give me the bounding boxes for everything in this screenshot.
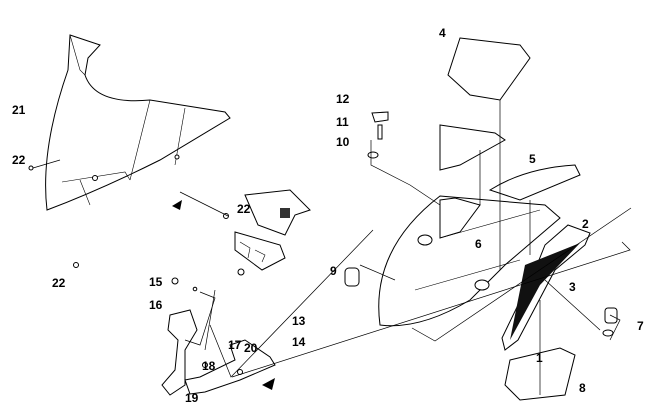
cover-part bbox=[447, 37, 531, 101]
callout-3: 3 bbox=[569, 280, 576, 294]
callout-22: 22 bbox=[12, 153, 26, 167]
callout-20: 20 bbox=[244, 341, 258, 355]
callout-6: 6 bbox=[475, 237, 482, 251]
bolt-17 bbox=[237, 268, 245, 276]
bracket-part bbox=[161, 289, 276, 396]
callout-11: 11 bbox=[336, 115, 349, 129]
washer-16 bbox=[192, 286, 198, 292]
screw-11 bbox=[377, 124, 383, 140]
gauge-part bbox=[234, 189, 311, 271]
callout-13: 13 bbox=[292, 314, 306, 328]
callout-19: 19 bbox=[185, 391, 199, 405]
callout-16: 16 bbox=[149, 298, 163, 312]
callout-1: 1 bbox=[536, 351, 543, 365]
window-part-b bbox=[488, 164, 581, 201]
callout-7: 7 bbox=[637, 319, 644, 333]
cap-12 bbox=[371, 111, 389, 123]
switch-9 bbox=[344, 267, 360, 287]
callout-2: 2 bbox=[582, 217, 589, 231]
nut-15 bbox=[171, 277, 179, 285]
callout-labels: 21 22 22 22 4 12 11 10 5 2 6 9 3 7 1 8 1… bbox=[12, 26, 644, 405]
callout-22: 22 bbox=[52, 276, 66, 290]
window-part-a bbox=[439, 124, 506, 171]
callout-4: 4 bbox=[439, 26, 446, 40]
screw-22-a bbox=[28, 165, 34, 171]
callout-15: 15 bbox=[149, 275, 163, 289]
callout-5: 5 bbox=[529, 152, 536, 166]
screw-22-c bbox=[73, 262, 79, 268]
windshield-part bbox=[45, 34, 231, 211]
callout-8: 8 bbox=[579, 381, 586, 395]
callout-21: 21 bbox=[12, 103, 26, 117]
callout-12: 12 bbox=[336, 92, 350, 106]
screw-19 bbox=[202, 362, 208, 368]
callout-14: 14 bbox=[292, 335, 306, 349]
nut-10 bbox=[367, 151, 379, 159]
callout-17: 17 bbox=[228, 338, 242, 352]
hood-part bbox=[378, 195, 591, 351]
callout-18: 18 bbox=[202, 359, 216, 373]
callout-10: 10 bbox=[336, 135, 350, 149]
callout-9: 9 bbox=[330, 264, 337, 278]
callout-22: 22 bbox=[237, 202, 251, 216]
